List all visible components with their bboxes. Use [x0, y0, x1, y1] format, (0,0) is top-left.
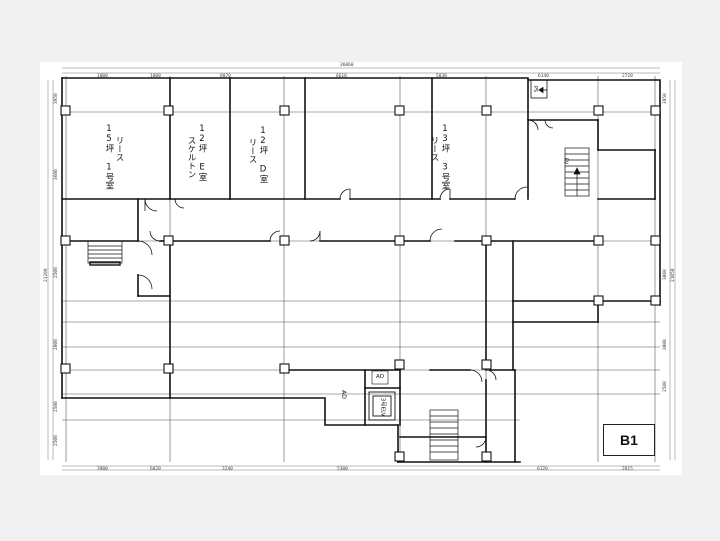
dim-left-4: 2000: [54, 339, 59, 350]
dim-top-4: 6610: [336, 74, 347, 79]
room-1-label: 15坪 1号室: [104, 124, 114, 190]
stair-right: [564, 147, 590, 197]
dim-left-6: 2500: [54, 435, 59, 446]
dim-right-total: 21050: [671, 268, 676, 282]
doors: [137, 119, 554, 448]
dim-right-2: 3000: [663, 269, 668, 280]
dim-bottom-4: 5300: [337, 467, 348, 472]
room-d-line2: リース: [247, 138, 257, 164]
stair-bottom: [429, 409, 459, 461]
room-3-label: 13坪 3号室: [440, 124, 450, 190]
room-1-line1: 15坪 1号室: [104, 124, 114, 190]
small-shaft: [530, 79, 548, 99]
dim-left-3: 2500: [54, 267, 59, 278]
room-e-label-2: スケルトン: [186, 136, 196, 179]
ps-label: PS: [532, 85, 539, 93]
room-e-line2: スケルトン: [186, 136, 196, 179]
dim-right-1: 3950: [663, 93, 668, 104]
room-d-label: 12坪 D室: [258, 126, 268, 183]
room-1-line2: リース: [114, 136, 124, 162]
dim-left-2: 3600: [54, 169, 59, 180]
dim-top-1: 1000: [97, 74, 108, 79]
floor-label: B1: [620, 432, 638, 448]
stair-left: [87, 240, 123, 266]
dim-top-2: 1800: [150, 74, 161, 79]
dim-top-5: 5830: [436, 74, 447, 79]
room-3-line1: 13坪 3号室: [440, 124, 450, 190]
plan-sheet: [40, 62, 682, 475]
dimension-lines: [47, 67, 676, 471]
room-1-label-2: リース: [114, 136, 124, 162]
ad-label-a: AD: [339, 390, 347, 399]
dim-top-7: 2720: [622, 74, 633, 79]
dim-right-3: 3000: [663, 339, 668, 350]
floor-badge: B1: [603, 424, 655, 456]
dim-top-total: 36060: [340, 63, 354, 68]
ev-mark-label: EV: [562, 157, 569, 165]
room-3-label-2: リース: [429, 136, 439, 162]
dim-bottom-5: 6120: [537, 467, 548, 472]
elevator-shaft: [368, 391, 396, 421]
dim-top-6: 6140: [538, 74, 549, 79]
dim-bottom-3: 3240: [222, 467, 233, 472]
dim-bottom-2: 6820: [150, 467, 161, 472]
room-e-label: 12坪 E室: [197, 124, 207, 181]
elevator-label: 3号ELV: [379, 397, 386, 417]
dim-right-4: 2500: [663, 381, 668, 392]
dim-left-1: 3950: [54, 93, 59, 104]
dim-top-3: 8070: [220, 74, 231, 79]
room-d-label-2: リース: [247, 138, 257, 164]
room-e-line1: 12坪 E室: [197, 124, 207, 181]
ad-box: [371, 370, 389, 385]
dim-bottom-1: 3900: [97, 467, 108, 472]
dim-left-total: 21299: [44, 268, 49, 282]
room-3-line2: リース: [429, 136, 439, 162]
columns: [60, 105, 661, 462]
dim-bottom-6: 2815: [622, 467, 633, 472]
dim-left-5: 2500: [54, 401, 59, 412]
room-d-line1: 12坪 D室: [258, 126, 268, 183]
ad-label-b: AD: [376, 374, 384, 380]
